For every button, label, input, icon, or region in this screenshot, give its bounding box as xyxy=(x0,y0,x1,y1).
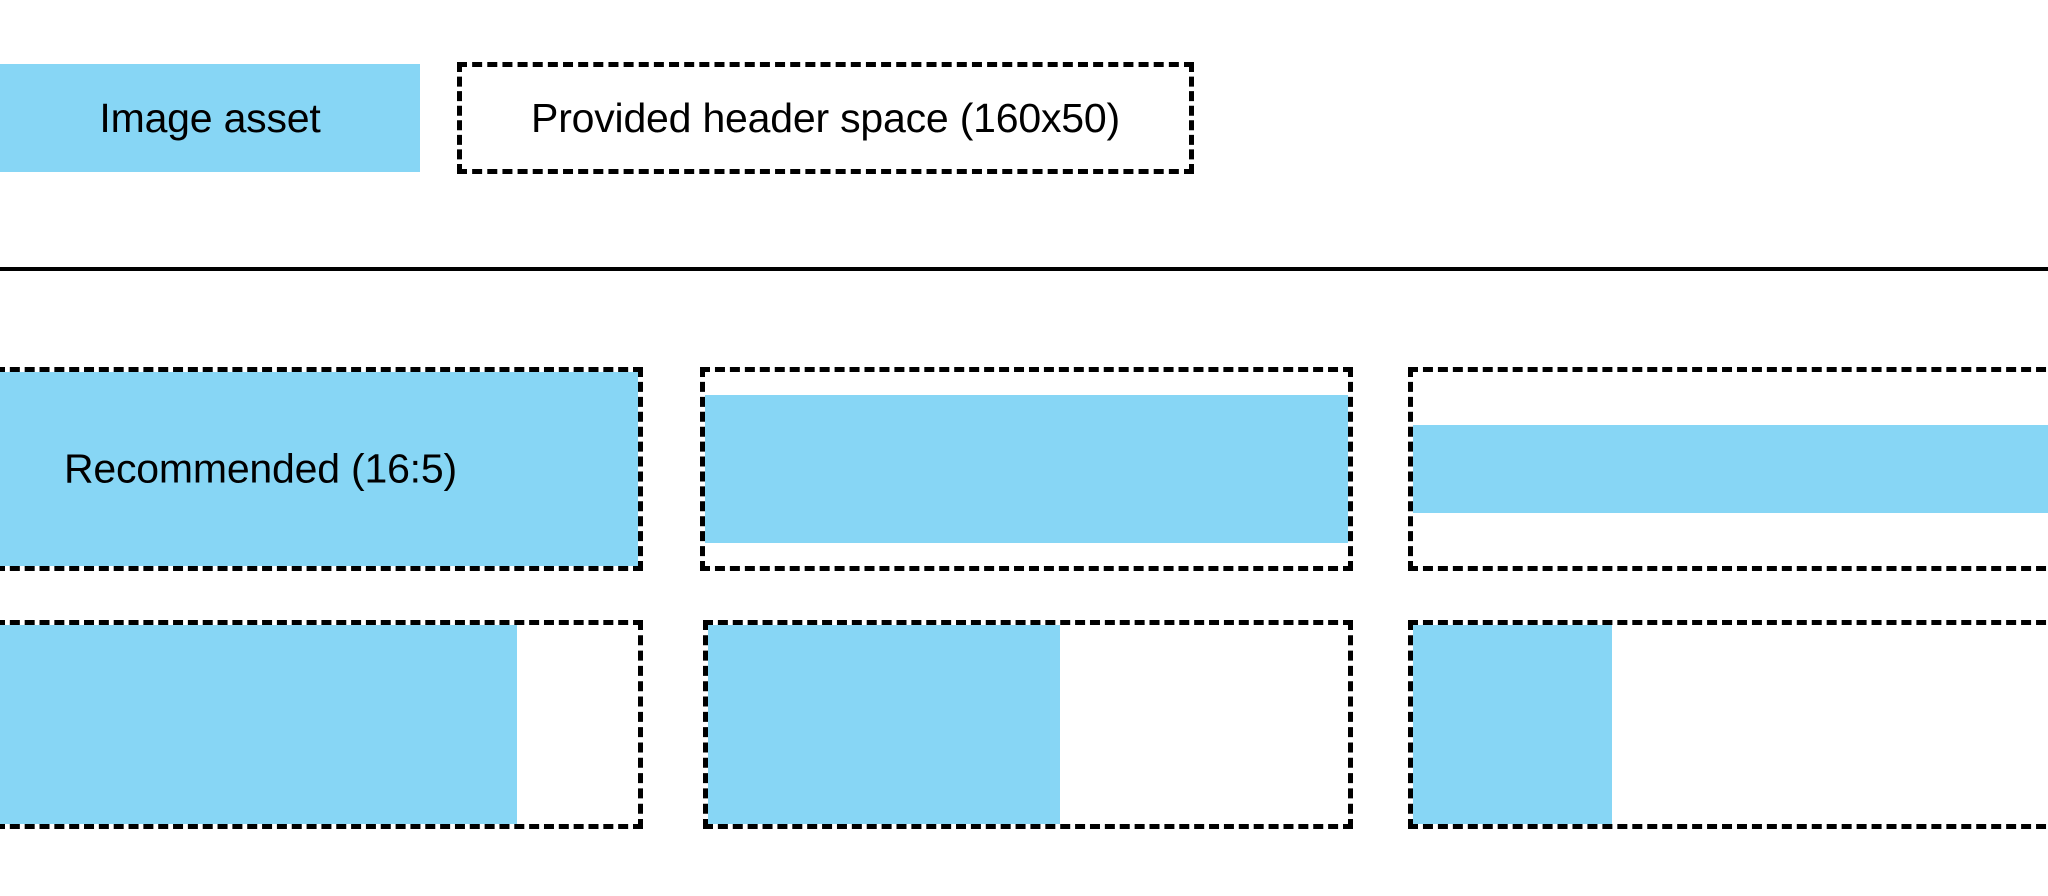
image-asset-label: Image asset xyxy=(99,94,321,141)
specimen-cell-narrow-55 xyxy=(703,620,1353,829)
specimen-cell-wide-short xyxy=(700,367,1353,571)
provided-header-space-label: Provided header space (160x50) xyxy=(531,94,1120,141)
provided-header-space-frame: Provided header space (160x50) xyxy=(457,62,1194,174)
specimen-fill xyxy=(705,395,1348,543)
specimen-cell-wide-shorter xyxy=(1408,367,2048,571)
image-asset-swatch: Image asset xyxy=(0,64,420,172)
specimen-fill xyxy=(708,625,1060,824)
specimen-fill xyxy=(1413,425,2048,513)
specimen-fill xyxy=(0,625,517,824)
recommended-ratio-label: Recommended (16:5) xyxy=(64,445,457,492)
specimen-cell-narrow-80 xyxy=(0,620,643,829)
specimen-fill xyxy=(1413,625,1613,824)
header-zone: Image asset Provided header space (160x5… xyxy=(0,0,2048,271)
specimen-cell-narrow-31 xyxy=(1408,620,2048,829)
section-divider xyxy=(0,267,2048,271)
specimen-fill xyxy=(0,372,638,566)
specimen-cell-recommended: Recommended (16:5) xyxy=(0,367,643,571)
